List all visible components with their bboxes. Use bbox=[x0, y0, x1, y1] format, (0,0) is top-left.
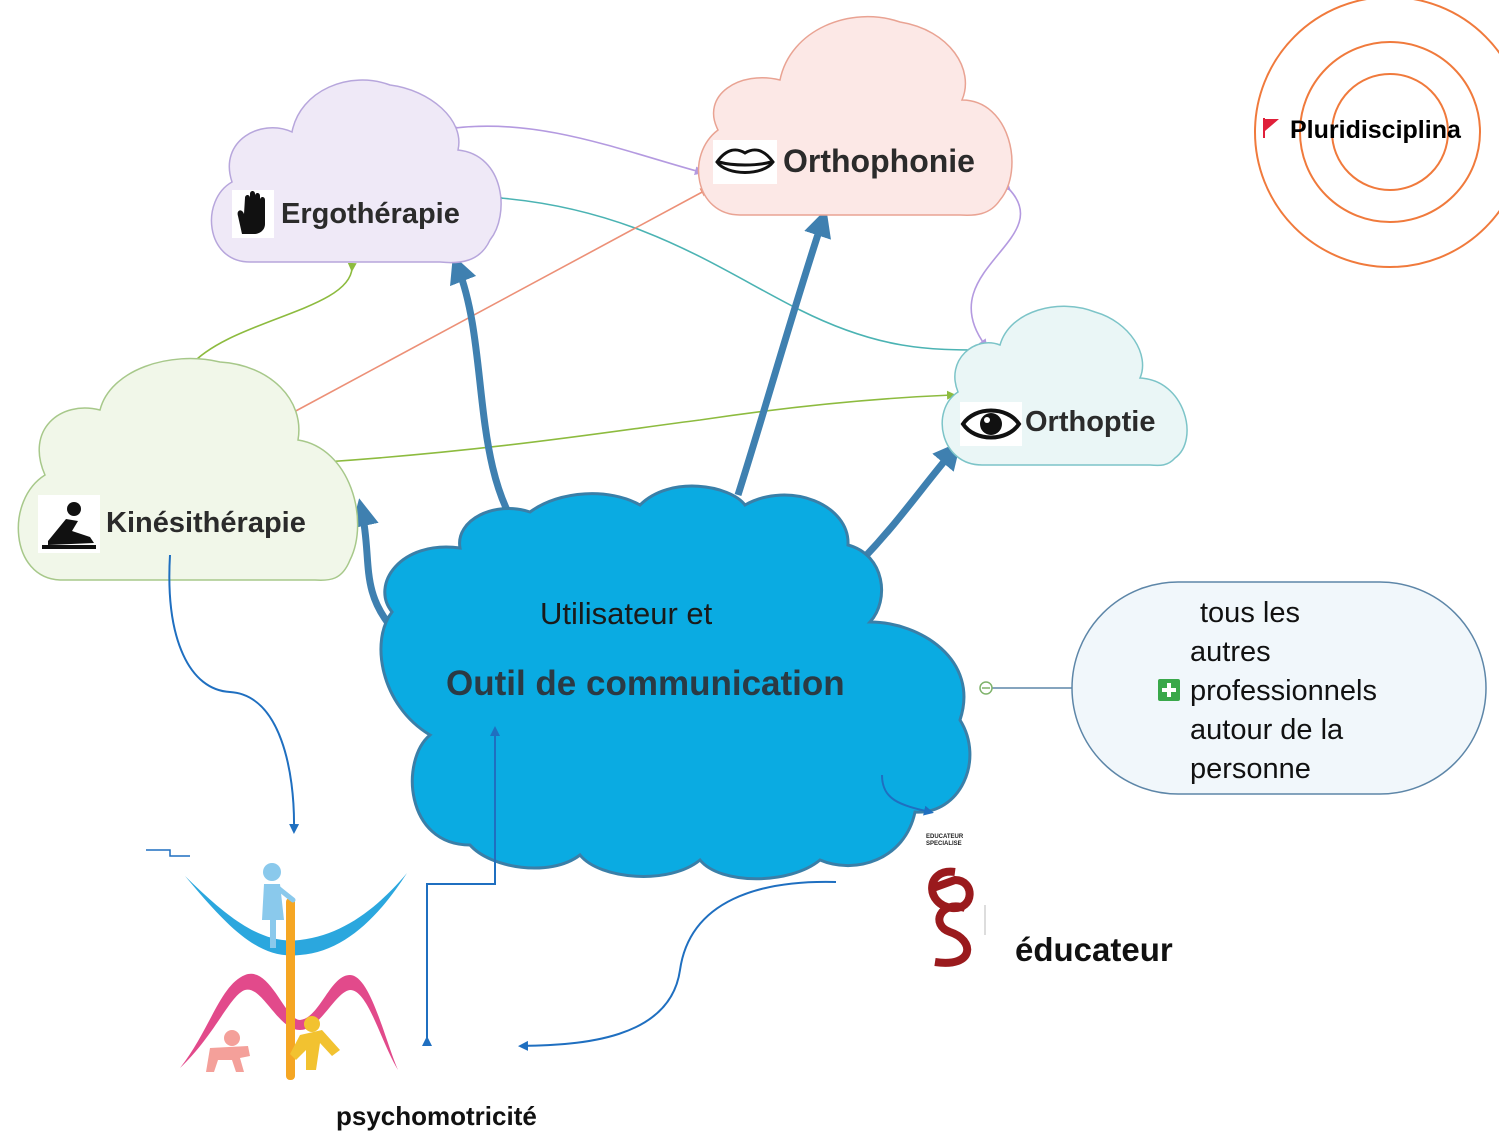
cloud-ergotherapie bbox=[210, 79, 502, 264]
relation-ergo-orthophonie bbox=[449, 124, 704, 176]
relations bbox=[187, 124, 1022, 463]
autres-line-3: professionnels bbox=[1190, 675, 1377, 707]
cloud-orthophonie bbox=[697, 15, 1013, 217]
branch-to-ergo bbox=[450, 254, 528, 543]
center-line1: Utilisateur et bbox=[540, 596, 713, 631]
hand-icon bbox=[232, 190, 274, 238]
plus-box-icon[interactable] bbox=[1158, 679, 1180, 701]
educateur-logo-text-1: EDUCATEUR bbox=[926, 834, 964, 840]
autres-line-4: autour de la bbox=[1190, 714, 1344, 746]
autres-text[interactable]: tous les autres professionnels autour de… bbox=[1190, 594, 1377, 789]
educateur-logo-text-2: SPECIALISE bbox=[926, 841, 962, 847]
connector-kine-psycho bbox=[168, 554, 300, 834]
relation-kine-orthophonie bbox=[285, 188, 710, 420]
branch-to-orthoptie bbox=[859, 441, 962, 563]
branch-to-orthophonie bbox=[734, 208, 831, 497]
lower-connectors bbox=[146, 554, 934, 1051]
connector-center-educateur bbox=[881, 774, 934, 816]
relation-ergo-orthoptie bbox=[494, 193, 989, 355]
autres-line-2: autres bbox=[1190, 636, 1271, 668]
connector-psycho-center bbox=[422, 726, 500, 1046]
psychomotricity-logo bbox=[180, 863, 407, 1080]
stretching-person-icon bbox=[38, 495, 100, 553]
psychomotricite-label[interactable]: psychomotricité bbox=[336, 1101, 537, 1131]
autres-line-5: personne bbox=[1190, 753, 1311, 785]
center-title[interactable]: Outil de communication bbox=[446, 664, 845, 703]
connector-educateur-psycho bbox=[518, 880, 837, 1051]
lips-icon bbox=[713, 140, 777, 184]
pluridisciplinarity-target bbox=[1254, 0, 1499, 268]
ergotherapie-label[interactable]: Ergothérapie bbox=[281, 198, 460, 230]
es-logo bbox=[928, 867, 986, 967]
branch-to-kine bbox=[351, 498, 395, 631]
eye-icon bbox=[960, 402, 1022, 446]
cloud-center bbox=[379, 484, 972, 881]
educateur-label[interactable]: éducateur bbox=[1015, 931, 1173, 968]
bubble-autres-professionnels bbox=[1071, 581, 1487, 795]
orthophonie-label[interactable]: Orthophonie bbox=[783, 143, 975, 179]
kinesitherapie-label[interactable]: Kinésithérapie bbox=[106, 507, 306, 539]
relation-ergo-kine bbox=[187, 262, 357, 370]
autres-line-1: tous les bbox=[1200, 597, 1300, 629]
pluridisciplinarity-label[interactable]: Pluridisciplina bbox=[1290, 116, 1461, 144]
red-flag-icon bbox=[1262, 117, 1280, 139]
cloud-kinesitherapie bbox=[17, 357, 359, 581]
orthoptie-label[interactable]: Orthoptie bbox=[1025, 406, 1156, 438]
main-branches bbox=[351, 208, 962, 631]
relation-kine-orthoptie bbox=[324, 390, 956, 463]
